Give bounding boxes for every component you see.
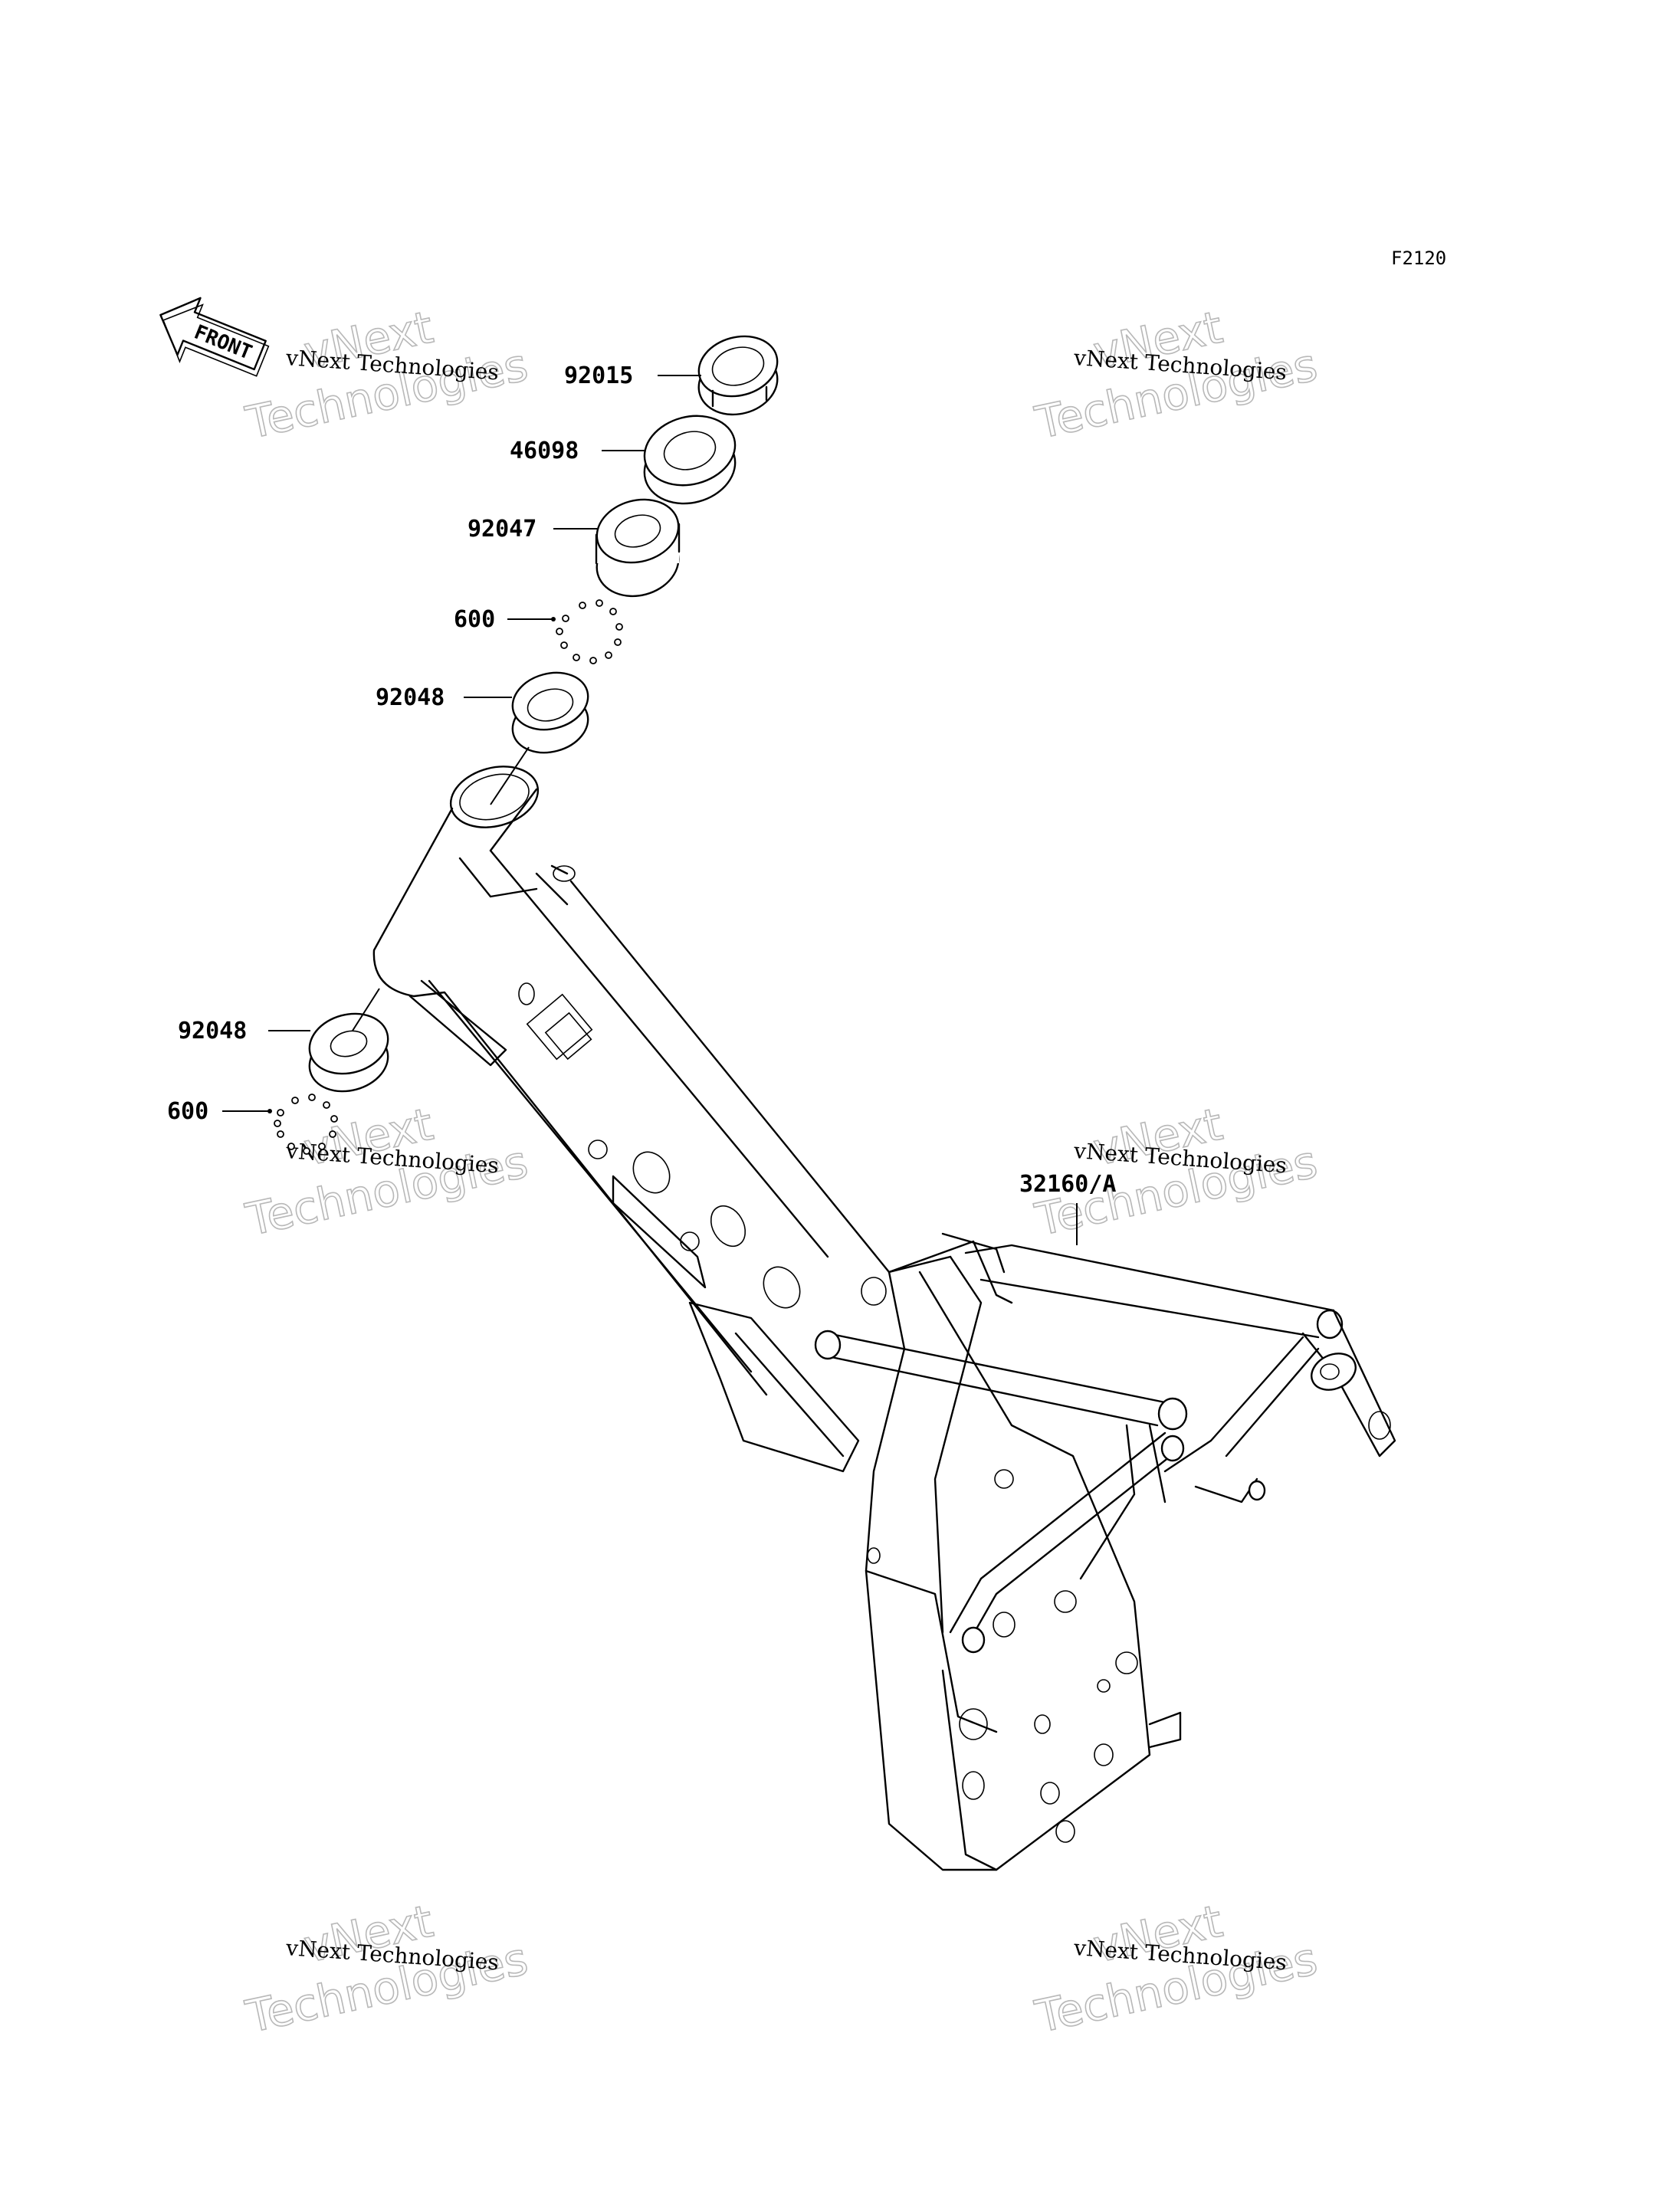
callout-92015: 92015 bbox=[564, 362, 633, 389]
part-46098-washer[interactable] bbox=[636, 406, 743, 513]
front-arrow-icon: FRONT bbox=[159, 297, 270, 377]
part-92048-race-top[interactable] bbox=[506, 664, 594, 760]
part-32160-frame[interactable] bbox=[372, 757, 1396, 1871]
callout-46098: 46098 bbox=[510, 438, 579, 464]
callout-leaders bbox=[222, 375, 1078, 1245]
callout-600-top: 600 bbox=[454, 606, 495, 633]
watermark-top-left: vNext Technologies vNext Technologies bbox=[241, 300, 533, 450]
part-600-bearing-balls-top[interactable] bbox=[556, 599, 623, 664]
watermark-mid-left: vNext Technologies vNext Technologies bbox=[241, 1097, 533, 1247]
part-600-bearing-balls-bottom[interactable] bbox=[274, 1094, 338, 1155]
callout-92047: 92047 bbox=[468, 516, 536, 543]
callout-600-bottom: 600 bbox=[167, 1098, 208, 1125]
part-92047-seal[interactable] bbox=[589, 490, 686, 605]
watermark-top-right: vNext Technologies vNext Technologies bbox=[1030, 300, 1322, 450]
part-92015-steering-nut[interactable] bbox=[691, 328, 784, 423]
figure-id: F2120 bbox=[1391, 248, 1446, 269]
callout-32160: 32160/A bbox=[1019, 1171, 1116, 1198]
part-92048-race-bottom[interactable] bbox=[303, 1005, 395, 1100]
callout-92048-top: 92048 bbox=[376, 684, 445, 711]
watermark-bottom-left: vNext Technologies vNext Technologies bbox=[241, 1894, 533, 2044]
callout-92048-bottom: 92048 bbox=[178, 1018, 247, 1044]
watermark-bottom-right: vNext Technologies vNext Technologies bbox=[1030, 1894, 1322, 2044]
